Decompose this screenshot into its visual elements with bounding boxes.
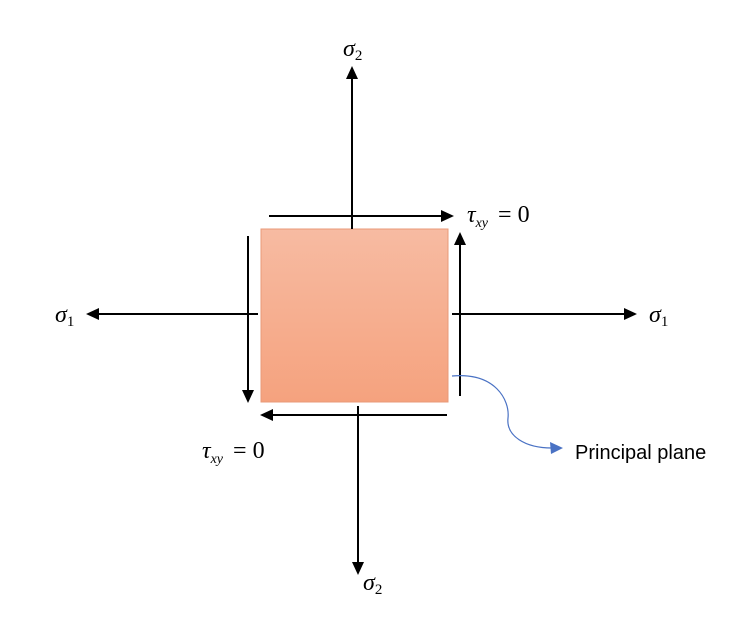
shear-right-arrow — [454, 232, 466, 396]
sigma-1-left-label: σ1 — [55, 302, 74, 330]
shear-bottom-arrow — [260, 409, 447, 421]
sigma-1-right-label: σ1 — [649, 302, 668, 330]
tau-top-label: τxy= 0 — [467, 202, 530, 231]
principal-plane-pointer — [451, 375, 563, 454]
principal-plane-label: Principal plane — [575, 442, 706, 464]
stress-element — [260, 228, 449, 403]
sigma-2-bottom-arrow — [352, 406, 364, 575]
shear-top-arrow — [269, 210, 454, 222]
sigma-1-right-arrow — [452, 308, 637, 320]
sigma-2-top-arrow — [346, 66, 358, 229]
shear-left-arrow — [242, 236, 254, 403]
tau-bottom-label: τxy= 0 — [202, 438, 265, 467]
sigma-2-bottom-label: σ2 — [363, 570, 382, 598]
sigma-2-top-label: σ2 — [343, 36, 362, 64]
sigma-1-left-arrow — [86, 308, 258, 320]
